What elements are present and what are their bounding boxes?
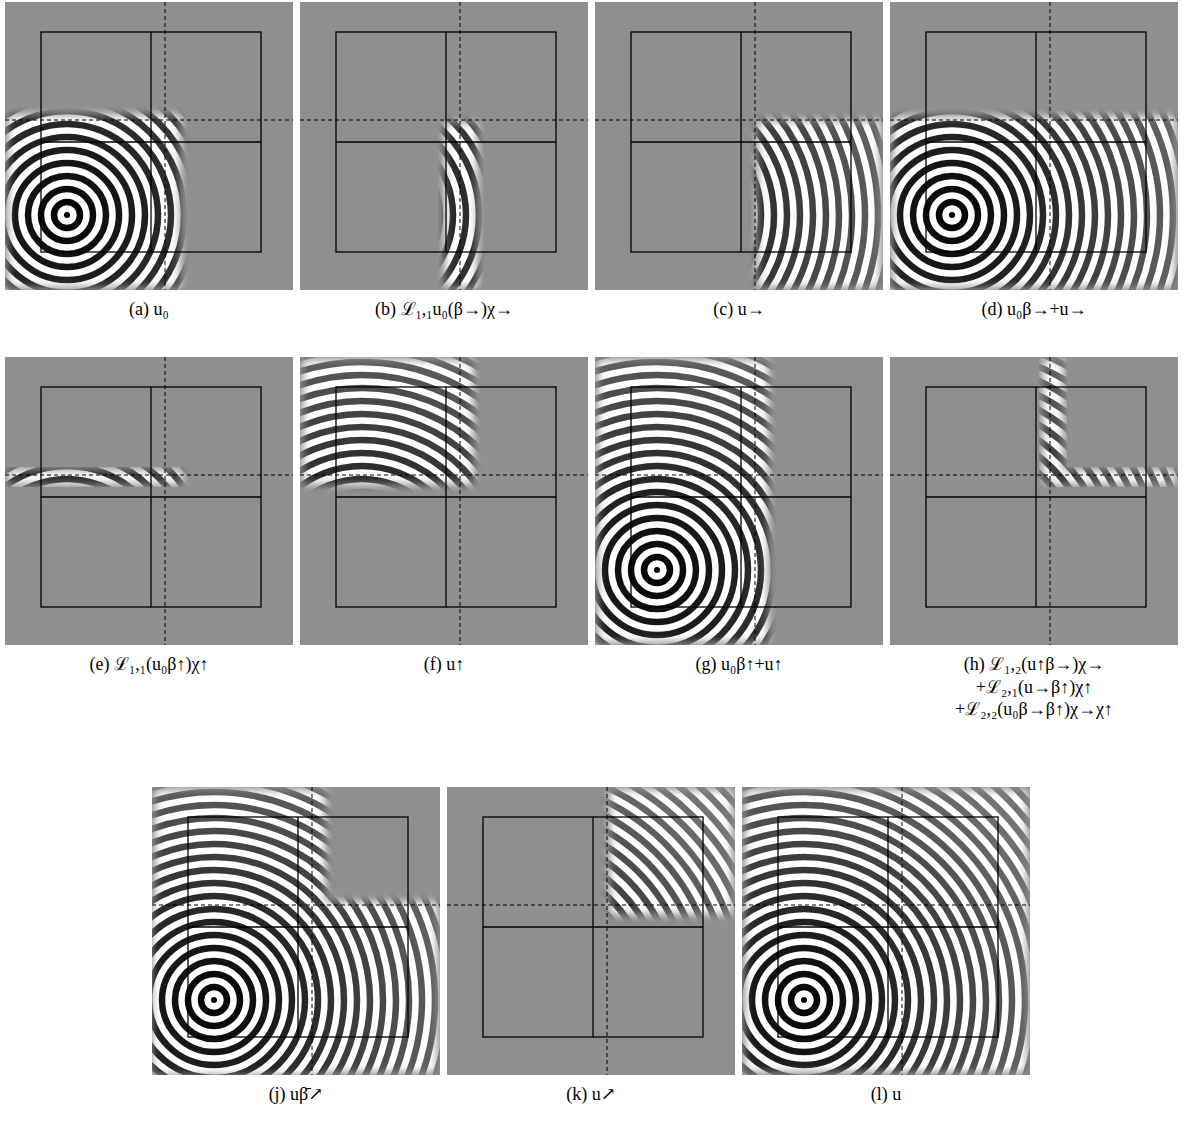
panel-caption: (c) u→	[595, 298, 883, 321]
wave-field	[447, 787, 735, 1075]
panel-caption: (d) u₀β→+u→	[890, 298, 1178, 321]
wave-field	[595, 357, 883, 645]
panel-caption: (e) ℒ₁,₁(u₀β↑)χ↑	[5, 653, 293, 676]
wave-panel	[5, 2, 293, 290]
panel-caption: (f) u↑	[300, 653, 588, 676]
interface-lines	[595, 2, 883, 290]
wave-field	[595, 2, 883, 290]
interface-lines	[742, 787, 1030, 1075]
wave-field	[152, 787, 440, 1075]
wave-field	[890, 357, 1178, 645]
wave-panel	[152, 787, 440, 1075]
wave-panel	[300, 357, 588, 645]
domain-boxes	[41, 32, 261, 252]
interface-lines	[5, 357, 293, 645]
interface-lines	[300, 2, 588, 290]
wave-panel	[595, 357, 883, 645]
wave-field	[300, 2, 588, 290]
panel-caption: (l) u	[742, 1083, 1030, 1106]
domain-boxes	[631, 387, 851, 607]
interface-lines	[300, 357, 588, 645]
panel-caption: (b) ℒ₁,₁u₀(β→)χ→	[300, 298, 588, 321]
wave-field	[300, 357, 588, 645]
interface-lines	[152, 787, 440, 1075]
domain-boxes	[336, 387, 556, 607]
wave-panel	[890, 357, 1178, 645]
wave-field	[5, 357, 293, 645]
panel-caption: (g) u₀β↑+u↑	[595, 653, 883, 676]
domain-boxes	[41, 387, 261, 607]
wave-field	[890, 2, 1178, 290]
wave-field	[742, 787, 1030, 1075]
panel-caption: (h) ℒ₁,₂(u↑β→)χ→ +ℒ₂,₁(u→β↑)χ↑ +ℒ₂,₂(u₀β…	[929, 653, 1139, 721]
domain-boxes	[188, 817, 408, 1037]
domain-boxes	[483, 817, 703, 1037]
wave-field	[5, 2, 293, 290]
domain-boxes	[926, 32, 1146, 252]
domain-boxes	[336, 32, 556, 252]
wave-panel	[742, 787, 1030, 1075]
interface-lines	[595, 357, 883, 645]
wave-panel	[595, 2, 883, 290]
panel-caption: (j) uβ̄↗	[152, 1083, 440, 1106]
domain-boxes	[631, 32, 851, 252]
interface-lines	[5, 2, 293, 290]
panel-caption: (k) u↗	[447, 1083, 735, 1106]
interface-lines	[890, 357, 1178, 645]
wave-panel	[890, 2, 1178, 290]
domain-boxes	[778, 817, 998, 1037]
interface-lines	[890, 2, 1178, 290]
wave-panel	[447, 787, 735, 1075]
panel-caption: (a) u₀	[5, 298, 293, 321]
domain-boxes	[926, 387, 1146, 607]
interface-lines	[447, 787, 735, 1075]
wave-panel	[5, 357, 293, 645]
wave-panel	[300, 2, 588, 290]
